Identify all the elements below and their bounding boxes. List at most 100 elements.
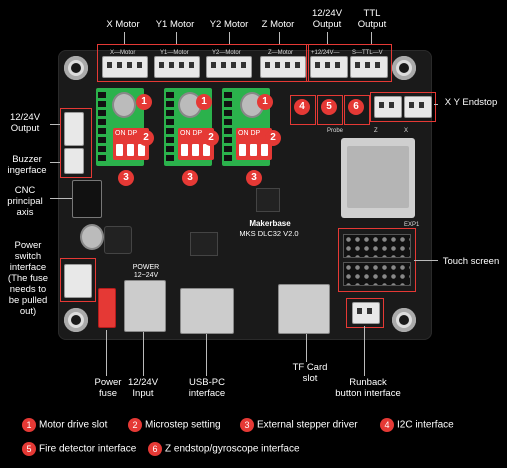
- label-y2-motor: Y2 Motor: [209, 19, 249, 30]
- x-motor-connector: [102, 56, 148, 78]
- label-y1-motor: Y1 Motor: [155, 19, 195, 30]
- left-connectors-outline: [60, 108, 92, 178]
- esp32-module: [341, 138, 415, 218]
- power-text: POWER 12~24V: [132, 264, 160, 279]
- label-touch-screen: Touch screen: [442, 256, 500, 267]
- endstop-outline: [370, 92, 436, 122]
- label-tf-card: TF Card slot: [292, 362, 328, 384]
- buzzer-connector: [64, 148, 84, 174]
- label-ttl-output: TTL Output: [357, 8, 387, 30]
- header-ttl-text: S—TTL—V: [352, 50, 383, 56]
- badge-2: 2: [203, 130, 219, 146]
- leader-line: [50, 198, 72, 199]
- capacitor: [80, 224, 104, 250]
- brand-text: Makerbase: [249, 219, 291, 228]
- label-12-24v-input: 12/24V Input: [127, 377, 159, 399]
- output-connectors-outline: [306, 44, 392, 82]
- touch-screen-outline: [338, 228, 416, 292]
- label-z-motor: Z Motor: [261, 19, 295, 30]
- label-x-motor: X Motor: [106, 19, 140, 30]
- badge-2: 2: [265, 130, 281, 146]
- header-z-text: Z—Motor: [268, 50, 294, 56]
- leader-line: [206, 334, 207, 376]
- dip-label: ON DP: [115, 130, 138, 137]
- endstop-z-label: Z: [374, 128, 378, 134]
- header-x-text: X—Motor: [110, 50, 136, 56]
- mount-hole: [392, 56, 416, 80]
- badge-1: 1: [196, 94, 212, 110]
- badge-3: 3: [118, 170, 134, 186]
- exp-header-2: [343, 262, 411, 286]
- badge-3: 3: [246, 170, 262, 186]
- badge-4: 4: [294, 99, 310, 115]
- leader-line: [124, 32, 125, 44]
- inductor: [104, 226, 132, 254]
- leader-line: [434, 104, 438, 105]
- probe-label: Probe: [327, 128, 344, 134]
- leader-line: [327, 32, 328, 44]
- exp-header-1: [343, 234, 411, 258]
- runback-outline: [346, 298, 384, 328]
- label-12-24v-output-top: 12/24V Output: [311, 8, 343, 30]
- output-12v-connector: [310, 56, 348, 78]
- dip-label: ON DP: [238, 130, 261, 137]
- motor-connectors-outline: [97, 44, 309, 82]
- runback-connector: [352, 302, 380, 324]
- badge-5: 5: [321, 99, 337, 115]
- mount-hole: [64, 308, 88, 332]
- badge-1: 1: [136, 94, 152, 110]
- leader-line: [106, 330, 107, 376]
- usb-pc-port: [180, 288, 234, 334]
- fuse: [98, 288, 116, 328]
- output-12v-left-connector: [64, 112, 84, 146]
- power-switch-connector: [64, 264, 92, 298]
- label-xy-endstop: X Y Endstop: [444, 97, 498, 108]
- z-endstop-outline: [344, 95, 370, 125]
- main-ic: [256, 188, 280, 212]
- xy-endstop-connector: [374, 96, 402, 118]
- label-buzzer: Buzzer ingerface: [7, 154, 47, 176]
- label-runback: Runback button interface: [335, 377, 401, 399]
- model-text: MKS DLC32 V2.0: [239, 229, 299, 238]
- label-12-24v-output-left: 12/24V Output: [9, 112, 41, 134]
- badge-3: 3: [182, 170, 198, 186]
- leader-line: [229, 32, 230, 44]
- leader-line: [364, 326, 365, 376]
- mount-hole: [392, 308, 416, 332]
- tf-card-slot: [278, 284, 330, 334]
- capacitor: [112, 92, 136, 118]
- label-usb-pc: USB-PC interface: [188, 377, 226, 399]
- mount-hole: [64, 56, 88, 80]
- badge-1: 1: [257, 94, 273, 110]
- header-y2-text: Y2—Motor: [212, 50, 241, 56]
- endstop-x-label: X: [404, 128, 409, 134]
- leader-line: [50, 124, 60, 125]
- xy-endstop-connector: [404, 96, 432, 118]
- leader-line: [143, 332, 144, 376]
- header-y1-text: Y1—Motor: [160, 50, 189, 56]
- z-motor-connector: [260, 56, 306, 78]
- power-input-connector: [124, 280, 166, 332]
- header-12v-text: +12/24V—: [311, 50, 340, 56]
- regulator: [190, 232, 218, 256]
- leader-line: [50, 162, 60, 163]
- ttl-connector: [350, 56, 388, 78]
- label-cnc-axis: CNC principal axis: [7, 185, 43, 218]
- power-switch-outline: [60, 258, 96, 302]
- exp1-label: EXP1: [404, 222, 420, 228]
- spindle-terminal: [72, 180, 102, 218]
- dip-label: ON DP: [180, 130, 203, 137]
- i2c-outline: [290, 95, 316, 125]
- leader-line: [176, 32, 177, 44]
- leader-line: [306, 334, 307, 362]
- label-power-fuse: Power fuse: [94, 377, 122, 399]
- leader-line: [371, 32, 372, 44]
- y1-motor-connector: [154, 56, 200, 78]
- fire-detector-outline: [317, 95, 343, 125]
